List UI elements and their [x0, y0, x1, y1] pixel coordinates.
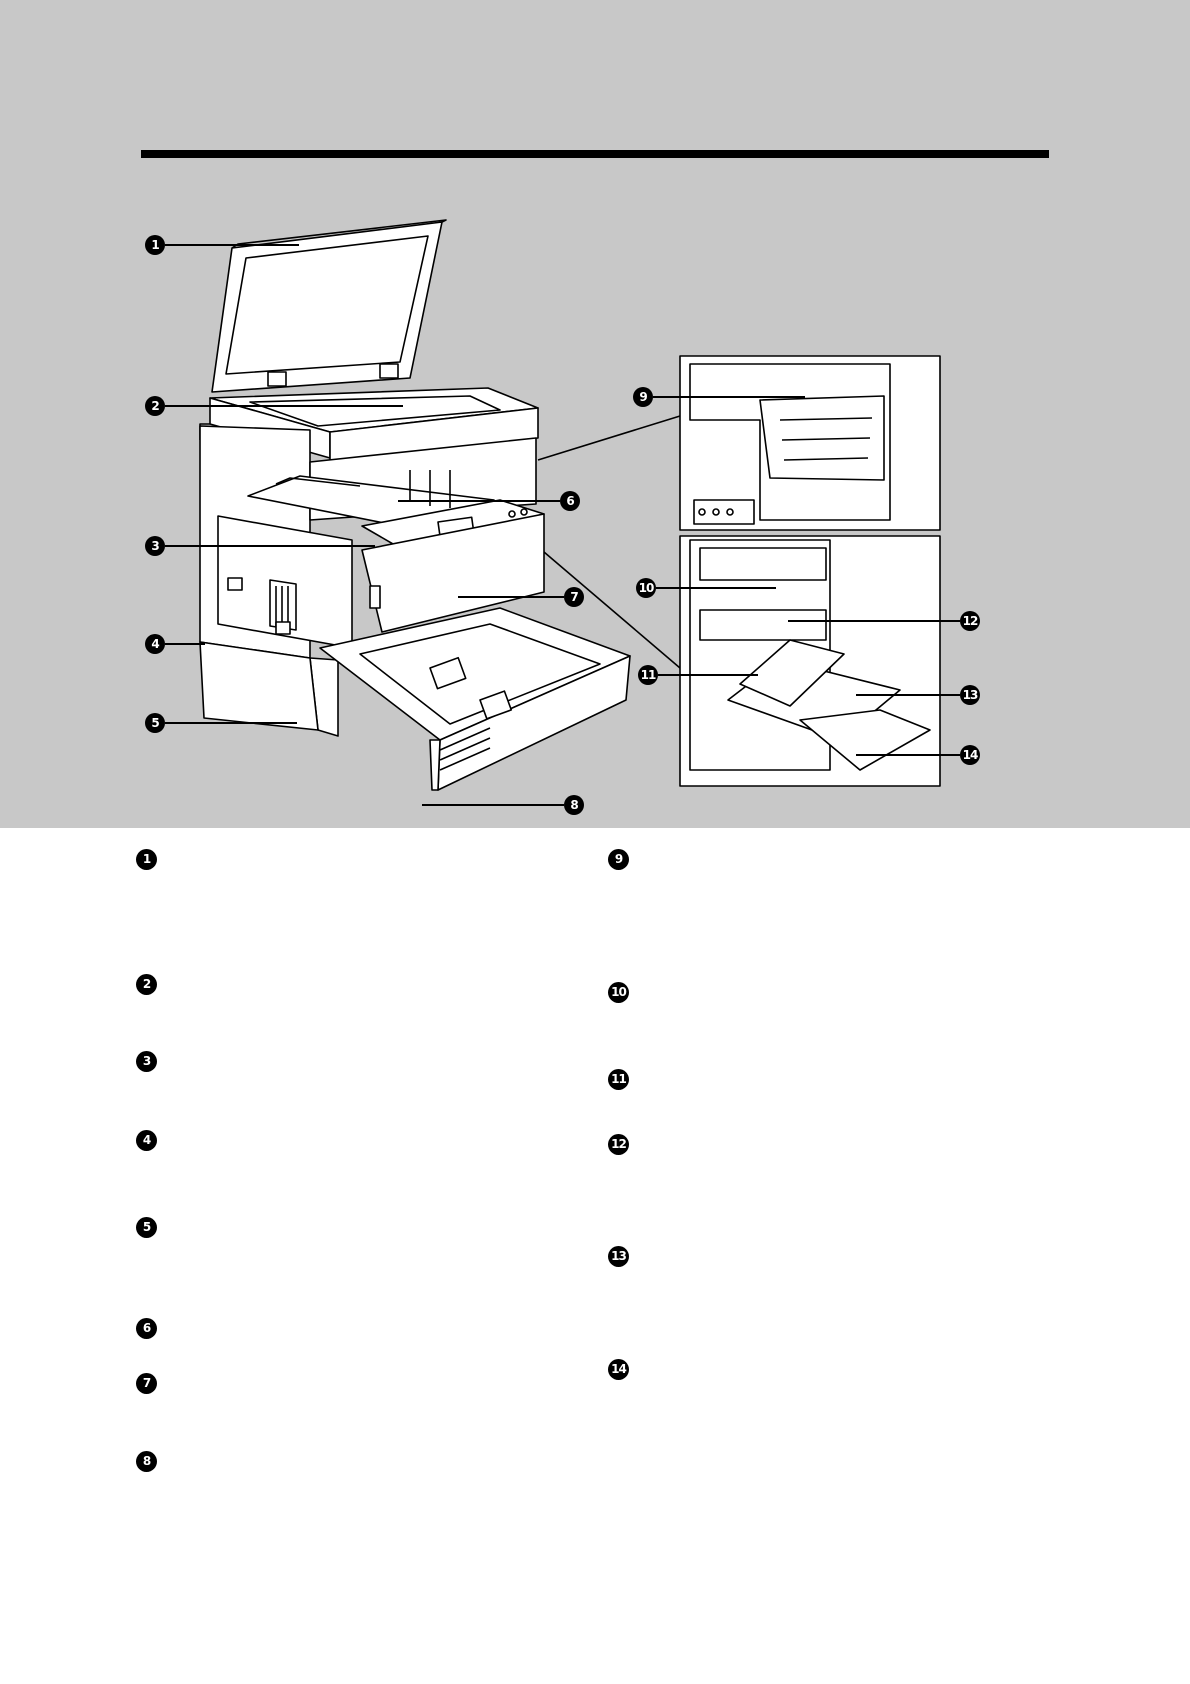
callout-11: 11: [638, 665, 658, 685]
leader-10: [656, 587, 776, 589]
legend-4: 4: [136, 1130, 157, 1151]
leader-12: [788, 620, 960, 622]
leader-3: [165, 545, 375, 547]
callout-7: 7: [564, 587, 584, 607]
legend-14: 14: [608, 1359, 629, 1380]
legend-8: 8: [136, 1451, 157, 1472]
legend-5: 5: [136, 1217, 157, 1238]
callout-9: 9: [633, 387, 653, 407]
callout-12: 12: [960, 611, 980, 631]
callout-2: 2: [145, 396, 165, 416]
leader-4: [165, 643, 205, 645]
legend-11: 11: [608, 1069, 629, 1090]
callout-6: 6: [560, 491, 580, 511]
legend-7: 7: [136, 1373, 157, 1394]
callout-5: 5: [145, 713, 165, 733]
legend-3: 3: [136, 1051, 157, 1072]
leader-9: [653, 396, 805, 398]
copier-body: [199, 425, 545, 737]
legend-10: 10: [608, 982, 629, 1003]
leader-2: [165, 405, 403, 407]
leader-5: [165, 722, 297, 724]
copier-illustration: [199, 219, 941, 791]
leader-11: [658, 674, 758, 676]
leader-1: [165, 244, 299, 246]
leader-14: [856, 754, 960, 756]
legend-12: 12: [608, 1134, 629, 1155]
leader-8: [422, 804, 564, 806]
callout-3: 3: [145, 536, 165, 556]
legend-6: 6: [136, 1318, 157, 1339]
callout-10: 10: [636, 578, 656, 598]
callout-14: 14: [960, 745, 980, 765]
inset-bypass-tray: [679, 535, 941, 787]
callout-8: 8: [564, 795, 584, 815]
title-rule: [141, 150, 1049, 158]
callout-4: 4: [145, 634, 165, 654]
callout-1: 1: [145, 235, 165, 255]
legend-9: 9: [608, 849, 629, 870]
inset-right-side-upper: [679, 355, 941, 531]
leader-13: [856, 694, 960, 696]
callout-13: 13: [960, 685, 980, 705]
legend-2: 2: [136, 974, 157, 995]
paper-tray: [319, 607, 631, 791]
leader-7: [458, 596, 564, 598]
leader-6: [398, 500, 560, 502]
legend-13: 13: [608, 1246, 629, 1267]
document-cover: [211, 219, 447, 393]
legend-1: 1: [136, 849, 157, 870]
